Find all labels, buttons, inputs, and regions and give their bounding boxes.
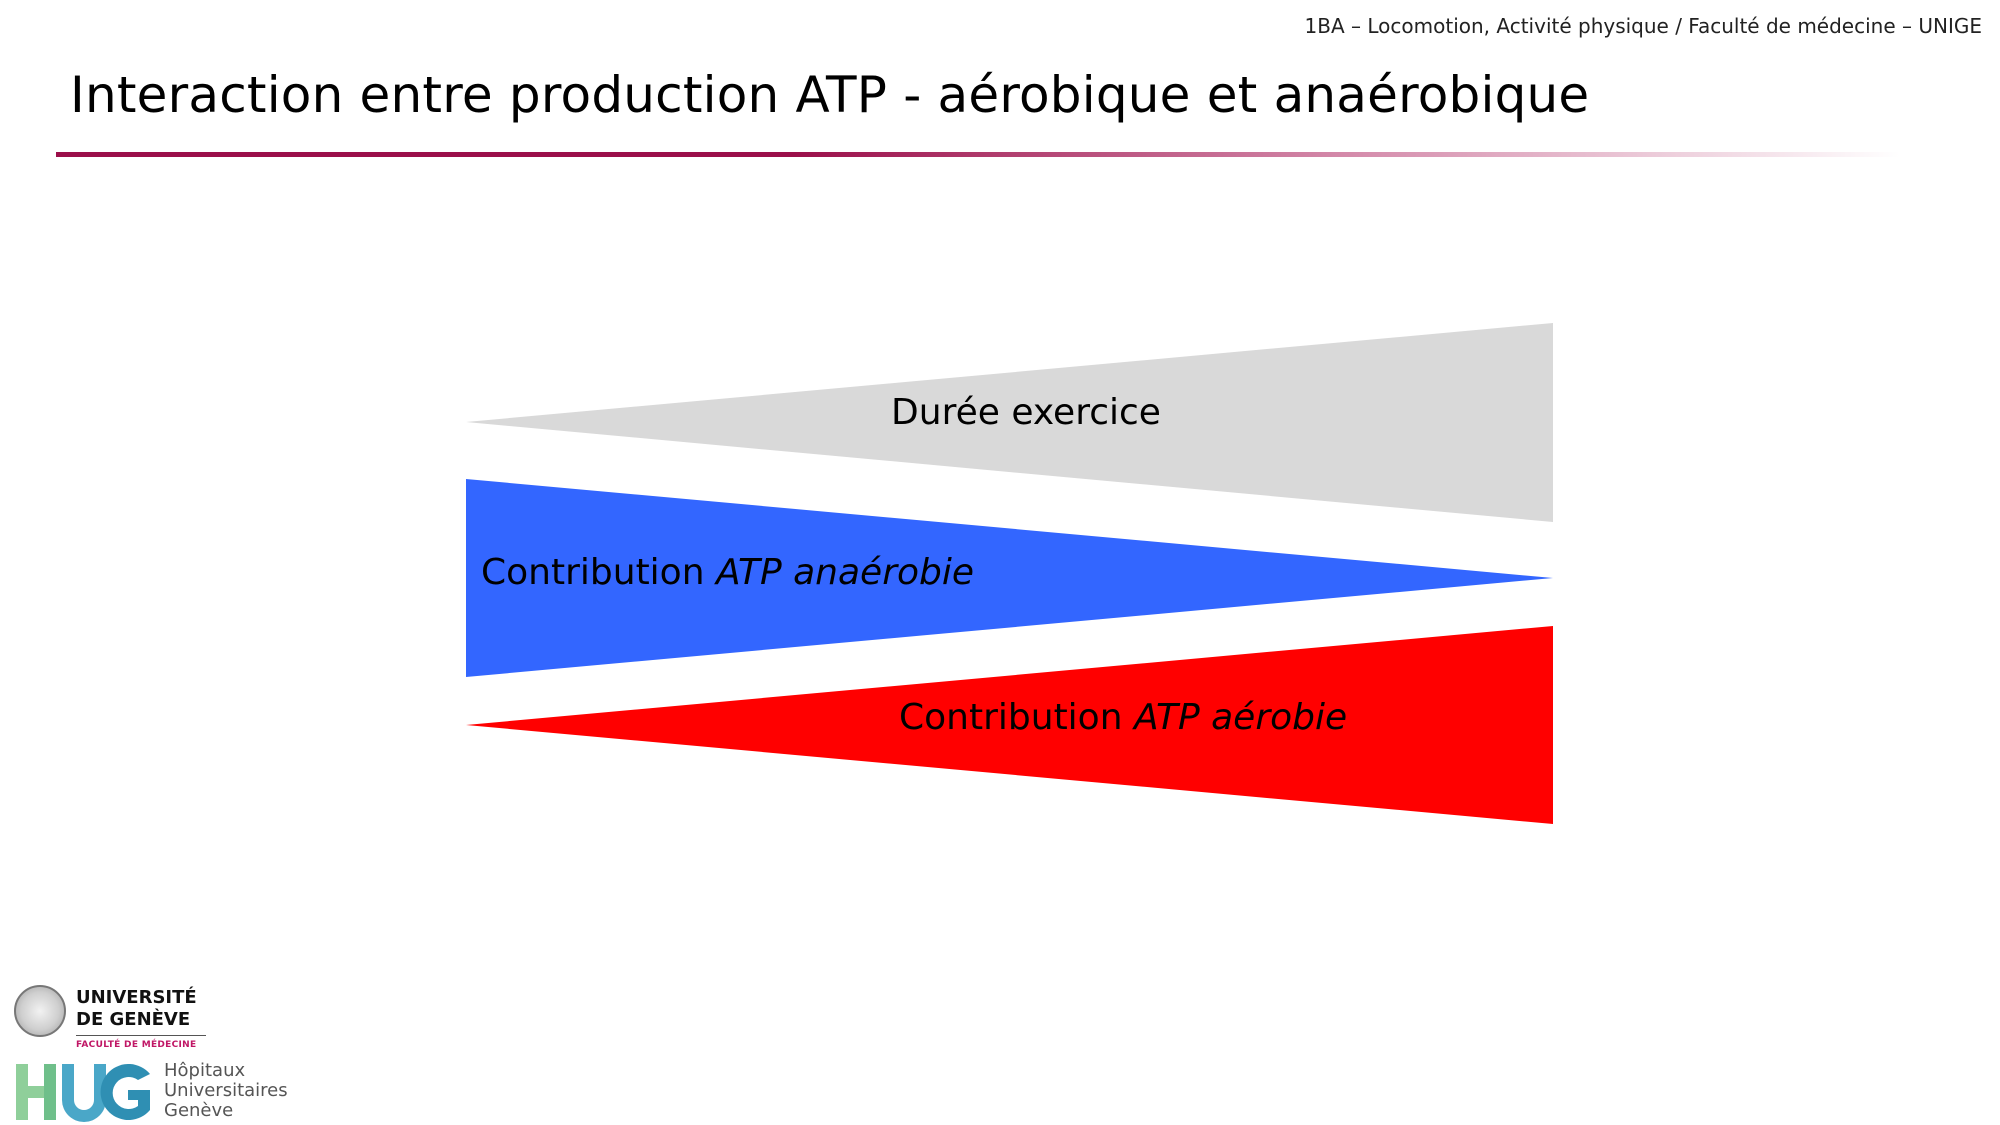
- aerobic-wedge: [466, 626, 1553, 824]
- unige-divider: [76, 1035, 206, 1036]
- title-underline: [56, 152, 1900, 157]
- anaerobic-wedge: [466, 479, 1553, 677]
- aerobic-label: Contribution ATP aérobie: [899, 697, 1347, 738]
- hug-line-2: Universitaires: [164, 1080, 288, 1101]
- institution-logos: UNIVERSITÉ DE GENÈVE FACULTÉ DE MÉDECINE…: [14, 985, 314, 1125]
- hug-logo-icon: [16, 1064, 150, 1122]
- course-info: 1BA – Locomotion, Activité physique / Fa…: [1304, 14, 1982, 38]
- unige-seal-icon: [14, 985, 66, 1037]
- unige-line-2: DE GENÈVE: [76, 1009, 191, 1030]
- unige-logo-text: UNIVERSITÉ DE GENÈVE: [76, 987, 197, 1031]
- anaerobic-label: Contribution ATP anaérobie: [481, 552, 974, 593]
- slide-title: Interaction entre production ATP - aérob…: [70, 66, 1590, 124]
- unige-line-1: UNIVERSITÉ: [76, 987, 197, 1008]
- aerobic-label-italic: ATP aérobie: [1132, 697, 1347, 738]
- duration-wedge: [466, 323, 1553, 522]
- hug-logo-text: Hôpitaux Universitaires Genève: [164, 1061, 288, 1121]
- anaerobic-label-regular: Contribution: [481, 552, 716, 593]
- anaerobic-label-italic: ATP anaérobie: [714, 552, 974, 593]
- unige-faculty: FACULTÉ DE MÉDECINE: [76, 1040, 197, 1050]
- aerobic-label-regular: Contribution: [899, 697, 1134, 738]
- hug-line-3: Genève: [164, 1100, 234, 1121]
- hug-line-1: Hôpitaux: [164, 1060, 246, 1081]
- duration-label: Durée exercice: [891, 392, 1161, 433]
